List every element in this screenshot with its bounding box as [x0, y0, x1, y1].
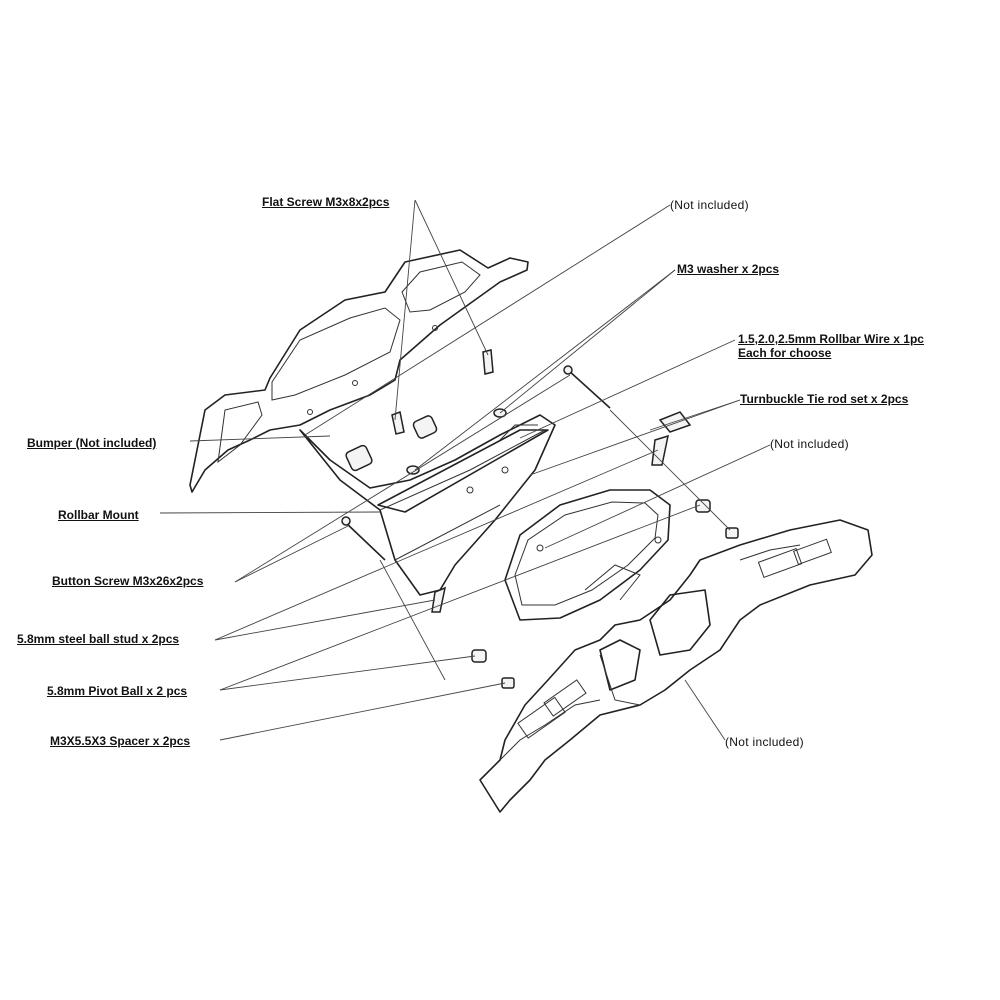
suspension-arm-assembly [479, 519, 873, 813]
label-flat-screw: Flat Screw M3x8x2pcs [262, 195, 390, 209]
label-rollbar-wire-line2: Each for choose [738, 346, 832, 360]
label-not-included-bottom: (Not included) [725, 735, 804, 749]
label-not-included-mid: (Not included) [770, 437, 849, 451]
leader-lines [159, 199, 771, 741]
chassis-tray-part [504, 489, 671, 621]
rollbar-mount-part [299, 414, 556, 596]
label-steel-ball-stud: 5.8mm steel ball stud x 2pcs [17, 632, 180, 646]
label-rollbar-wire-line1: 1.5,2.0,2.5mm Rollbar Wire x 1pc [738, 332, 924, 346]
bumper-part [189, 249, 529, 493]
label-bumper: Bumper (Not included) [27, 436, 157, 450]
label-button-screw: Button Screw M3x26x2pcs [52, 574, 204, 588]
label-not-included-top: (Not included) [670, 198, 749, 212]
label-spacer: M3X5.5X3 Spacer x 2pcs [50, 734, 191, 748]
label-m3-washer: M3 washer x 2pcs [677, 262, 780, 276]
label-rollbar-mount: Rollbar Mount [58, 508, 139, 522]
label-turnbuckle: Turnbuckle Tie rod set x 2pcs [740, 392, 909, 406]
label-pivot-ball: 5.8mm Pivot Ball x 2 pcs [47, 684, 188, 698]
